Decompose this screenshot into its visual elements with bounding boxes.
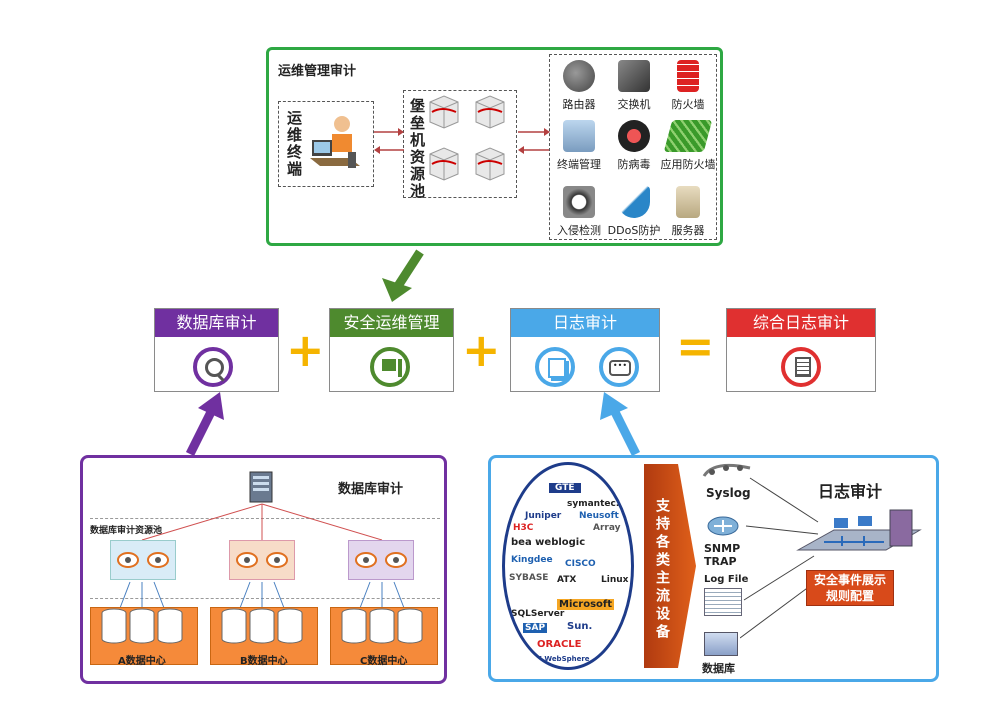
brand-sun: Sun. xyxy=(567,621,593,632)
log-audit-panel xyxy=(488,455,939,682)
datacenter-a-label: A数据中心 xyxy=(118,656,166,667)
ddos-icon xyxy=(618,186,650,218)
db-central-server-icon xyxy=(249,471,273,503)
module-log-audit: 日志审计 ••• xyxy=(510,308,660,392)
database-source-icon xyxy=(704,632,738,656)
source-connector-lines xyxy=(740,477,819,639)
module-db-audit-header: 数据库审计 xyxy=(155,309,278,337)
terminal-box xyxy=(278,101,374,187)
device-switch: 交换机 xyxy=(604,60,664,112)
log-stack-icon xyxy=(535,347,575,387)
brand-juniper: Juniper xyxy=(525,511,562,521)
snmp-router-icon xyxy=(707,516,739,536)
device-firewall: 防火墙 xyxy=(658,60,718,112)
document-icon xyxy=(781,347,821,387)
brand-sybase: SYBASE xyxy=(509,573,549,583)
brand-weblogic: bea weblogic xyxy=(511,537,586,548)
computer-icon xyxy=(370,347,410,387)
bastion-pool-box xyxy=(403,90,517,198)
event-rule-config-box xyxy=(806,570,894,606)
bastion-device-arrows xyxy=(518,128,550,154)
switch-icon xyxy=(618,60,650,92)
syslog-icon xyxy=(702,463,751,477)
terminal-bastion-arrows xyxy=(374,128,404,154)
device-ddos: DDoS防护 xyxy=(604,186,664,238)
brand-symantec: symantec. xyxy=(567,499,620,509)
antivirus-icon xyxy=(618,120,650,152)
ops-audit-panel xyxy=(266,47,723,246)
brand-sqlserver: SQLServer xyxy=(511,609,565,619)
support-arrow-text: 支持各类主流设备 xyxy=(654,498,670,642)
app-firewall-icon xyxy=(663,120,713,152)
brand-linux: Linux xyxy=(601,575,629,585)
brand-array: Array xyxy=(593,523,621,533)
brand-atx: ATX xyxy=(557,575,577,585)
source-logfile: Log File xyxy=(704,574,749,585)
server-icon xyxy=(676,186,700,218)
source-snmp: SNMP TRAP xyxy=(704,542,741,568)
brand-gte: GTE xyxy=(549,483,581,493)
brand-ellipse: GTE symantec. Juniper Neusoft H3C Array … xyxy=(502,462,634,670)
db-audit-panel xyxy=(80,455,447,684)
pool-dashed-top xyxy=(90,518,440,519)
bastion-servers-icon xyxy=(429,95,505,181)
brand-cisco: CISCO xyxy=(565,559,596,569)
source-database: 数据库 xyxy=(702,662,735,675)
chat-icon: ••• xyxy=(599,347,639,387)
module-combined: 综合日志审计 xyxy=(726,308,876,392)
datacenter-b-label: B数据中心 xyxy=(240,656,288,667)
module-secure-ops-header: 安全运维管理 xyxy=(330,309,453,337)
module-combined-header: 综合日志审计 xyxy=(727,309,875,337)
device-antivirus: 防病毒 xyxy=(604,120,664,172)
brand-kingdee: Kingdee xyxy=(511,555,553,565)
green-down-arrow xyxy=(382,249,424,302)
operator-icon xyxy=(310,116,360,168)
module-log-audit-header: 日志审计 xyxy=(511,309,659,337)
brand-oracle: ORACLE xyxy=(537,639,582,650)
brand-microsoft: Microsoft xyxy=(557,599,615,610)
firewall-icon xyxy=(677,60,699,92)
terminal-mgmt-icon xyxy=(563,120,595,152)
brand-sap: SAP xyxy=(523,623,548,633)
blue-up-arrow xyxy=(600,392,641,456)
source-syslog: Syslog xyxy=(706,486,751,500)
devices-box xyxy=(549,54,717,240)
brand-ibm: IBM WebSphere xyxy=(527,655,590,663)
event-rule-config-label: 安全事件展示规则配置 xyxy=(813,573,886,603)
ids-icon xyxy=(563,186,595,218)
terminal-label: 运维终端 xyxy=(285,110,303,178)
module-db-audit: 数据库审计 xyxy=(154,308,279,392)
db-fanout-lines xyxy=(119,503,405,609)
brand-neusoft: Neusoft xyxy=(579,511,619,521)
plus-sign-1: + xyxy=(286,323,325,377)
device-app-firewall: 应用防火墙 xyxy=(658,120,718,172)
bastion-pool-label: 堡垒机资源池 xyxy=(408,98,426,200)
magnifier-icon xyxy=(193,347,233,387)
ops-audit-title: 运维管理审计 xyxy=(278,64,357,79)
device-router: 路由器 xyxy=(549,60,609,112)
equals-sign: = xyxy=(676,319,715,373)
router-icon xyxy=(563,60,595,92)
support-arrow-shape xyxy=(644,464,696,668)
datacenter-c-label: C数据中心 xyxy=(360,656,408,667)
brand-h3c: H3C xyxy=(513,523,534,533)
log-panel-title: 日志审计 xyxy=(818,482,883,501)
purple-up-arrow xyxy=(185,392,224,456)
pool-dashed-bottom xyxy=(90,598,440,599)
db-cylinders-icon xyxy=(101,608,423,644)
device-terminal-mgmt: 终端管理 xyxy=(549,120,609,172)
db-pool-label: 数据库审计资源池 xyxy=(90,526,163,536)
plus-sign-2: + xyxy=(462,323,501,377)
logfile-icon xyxy=(704,588,742,616)
log-network-icon xyxy=(796,509,922,551)
module-secure-ops: 安全运维管理 xyxy=(329,308,454,392)
device-server: 服务器 xyxy=(658,186,718,238)
db-panel-title: 数据库审计 xyxy=(338,482,404,497)
device-ids: 入侵检测 xyxy=(549,186,609,238)
audit-eye-icons xyxy=(117,552,407,568)
